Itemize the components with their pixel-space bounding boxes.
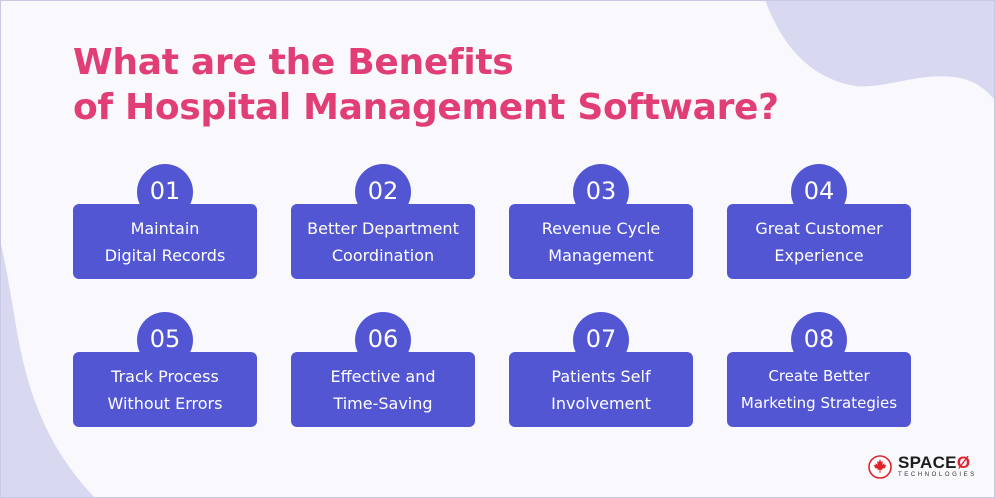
logo-tagline: TECHNOLOGIES bbox=[898, 472, 977, 478]
company-logo: SPACEØ TECHNOLOGIES bbox=[868, 453, 977, 479]
benefit-label-box: Patients Self Involvement bbox=[509, 352, 693, 427]
benefit-card-03: 03 Revenue Cycle Management bbox=[509, 164, 693, 279]
benefit-label-line-2: Time-Saving bbox=[333, 393, 433, 413]
benefit-label-line-2: Digital Records bbox=[104, 245, 226, 265]
benefit-card-02: 02 Better Department Coordination bbox=[291, 164, 475, 279]
benefit-label-line-2: Management bbox=[548, 245, 654, 265]
benefit-card-06: 06 Effective and Time-Saving bbox=[291, 312, 475, 427]
benefit-label-line-2: Coordination bbox=[331, 245, 435, 265]
benefit-card-04: 04 Great Customer Experience bbox=[727, 164, 911, 279]
benefit-label-line-2: Without Errors bbox=[107, 393, 223, 413]
benefit-label-line-2: Involvement bbox=[551, 393, 651, 413]
benefit-label-line-1: Create Better bbox=[768, 366, 870, 385]
benefit-label-line-1: Maintain bbox=[130, 218, 200, 238]
benefit-card-01: 01 Maintain Digital Records bbox=[73, 164, 257, 279]
benefit-label-box: Effective and Time-Saving bbox=[291, 352, 475, 427]
logo-wordmark: SPACEØ bbox=[898, 453, 971, 472]
title-line-1: What are the Benefits bbox=[73, 42, 514, 83]
benefit-label-line-1: Track Process bbox=[111, 366, 219, 386]
benefit-label-box: Better Department Coordination bbox=[291, 204, 475, 279]
benefit-label-box: Revenue Cycle Management bbox=[509, 204, 693, 279]
benefit-card-08: 08 Create Better Marketing Strategies bbox=[727, 312, 911, 427]
benefit-label-line-2: Experience bbox=[774, 245, 864, 265]
benefit-label-line-1: Great Customer bbox=[755, 218, 883, 238]
benefit-label-line-1: Effective and bbox=[330, 366, 436, 386]
benefit-label-line-1: Better Department bbox=[307, 218, 459, 238]
benefit-label-box: Create Better Marketing Strategies bbox=[727, 352, 911, 427]
benefit-label-line-1: Revenue Cycle bbox=[541, 218, 661, 238]
benefit-label-box: Maintain Digital Records bbox=[73, 204, 257, 279]
title-line-2: of Hospital Management Software? bbox=[73, 87, 779, 128]
benefit-label-box: Great Customer Experience bbox=[727, 204, 911, 279]
benefit-card-05: 05 Track Process Without Errors bbox=[73, 312, 257, 427]
page-title: What are the Benefits of Hospital Manage… bbox=[73, 40, 779, 130]
benefit-label-box: Track Process Without Errors bbox=[73, 352, 257, 427]
benefit-label-line-2: Marketing Strategies bbox=[740, 393, 898, 412]
benefit-label-line-1: Patients Self bbox=[551, 366, 651, 386]
benefit-card-07: 07 Patients Self Involvement bbox=[509, 312, 693, 427]
maple-leaf-icon bbox=[868, 455, 892, 479]
